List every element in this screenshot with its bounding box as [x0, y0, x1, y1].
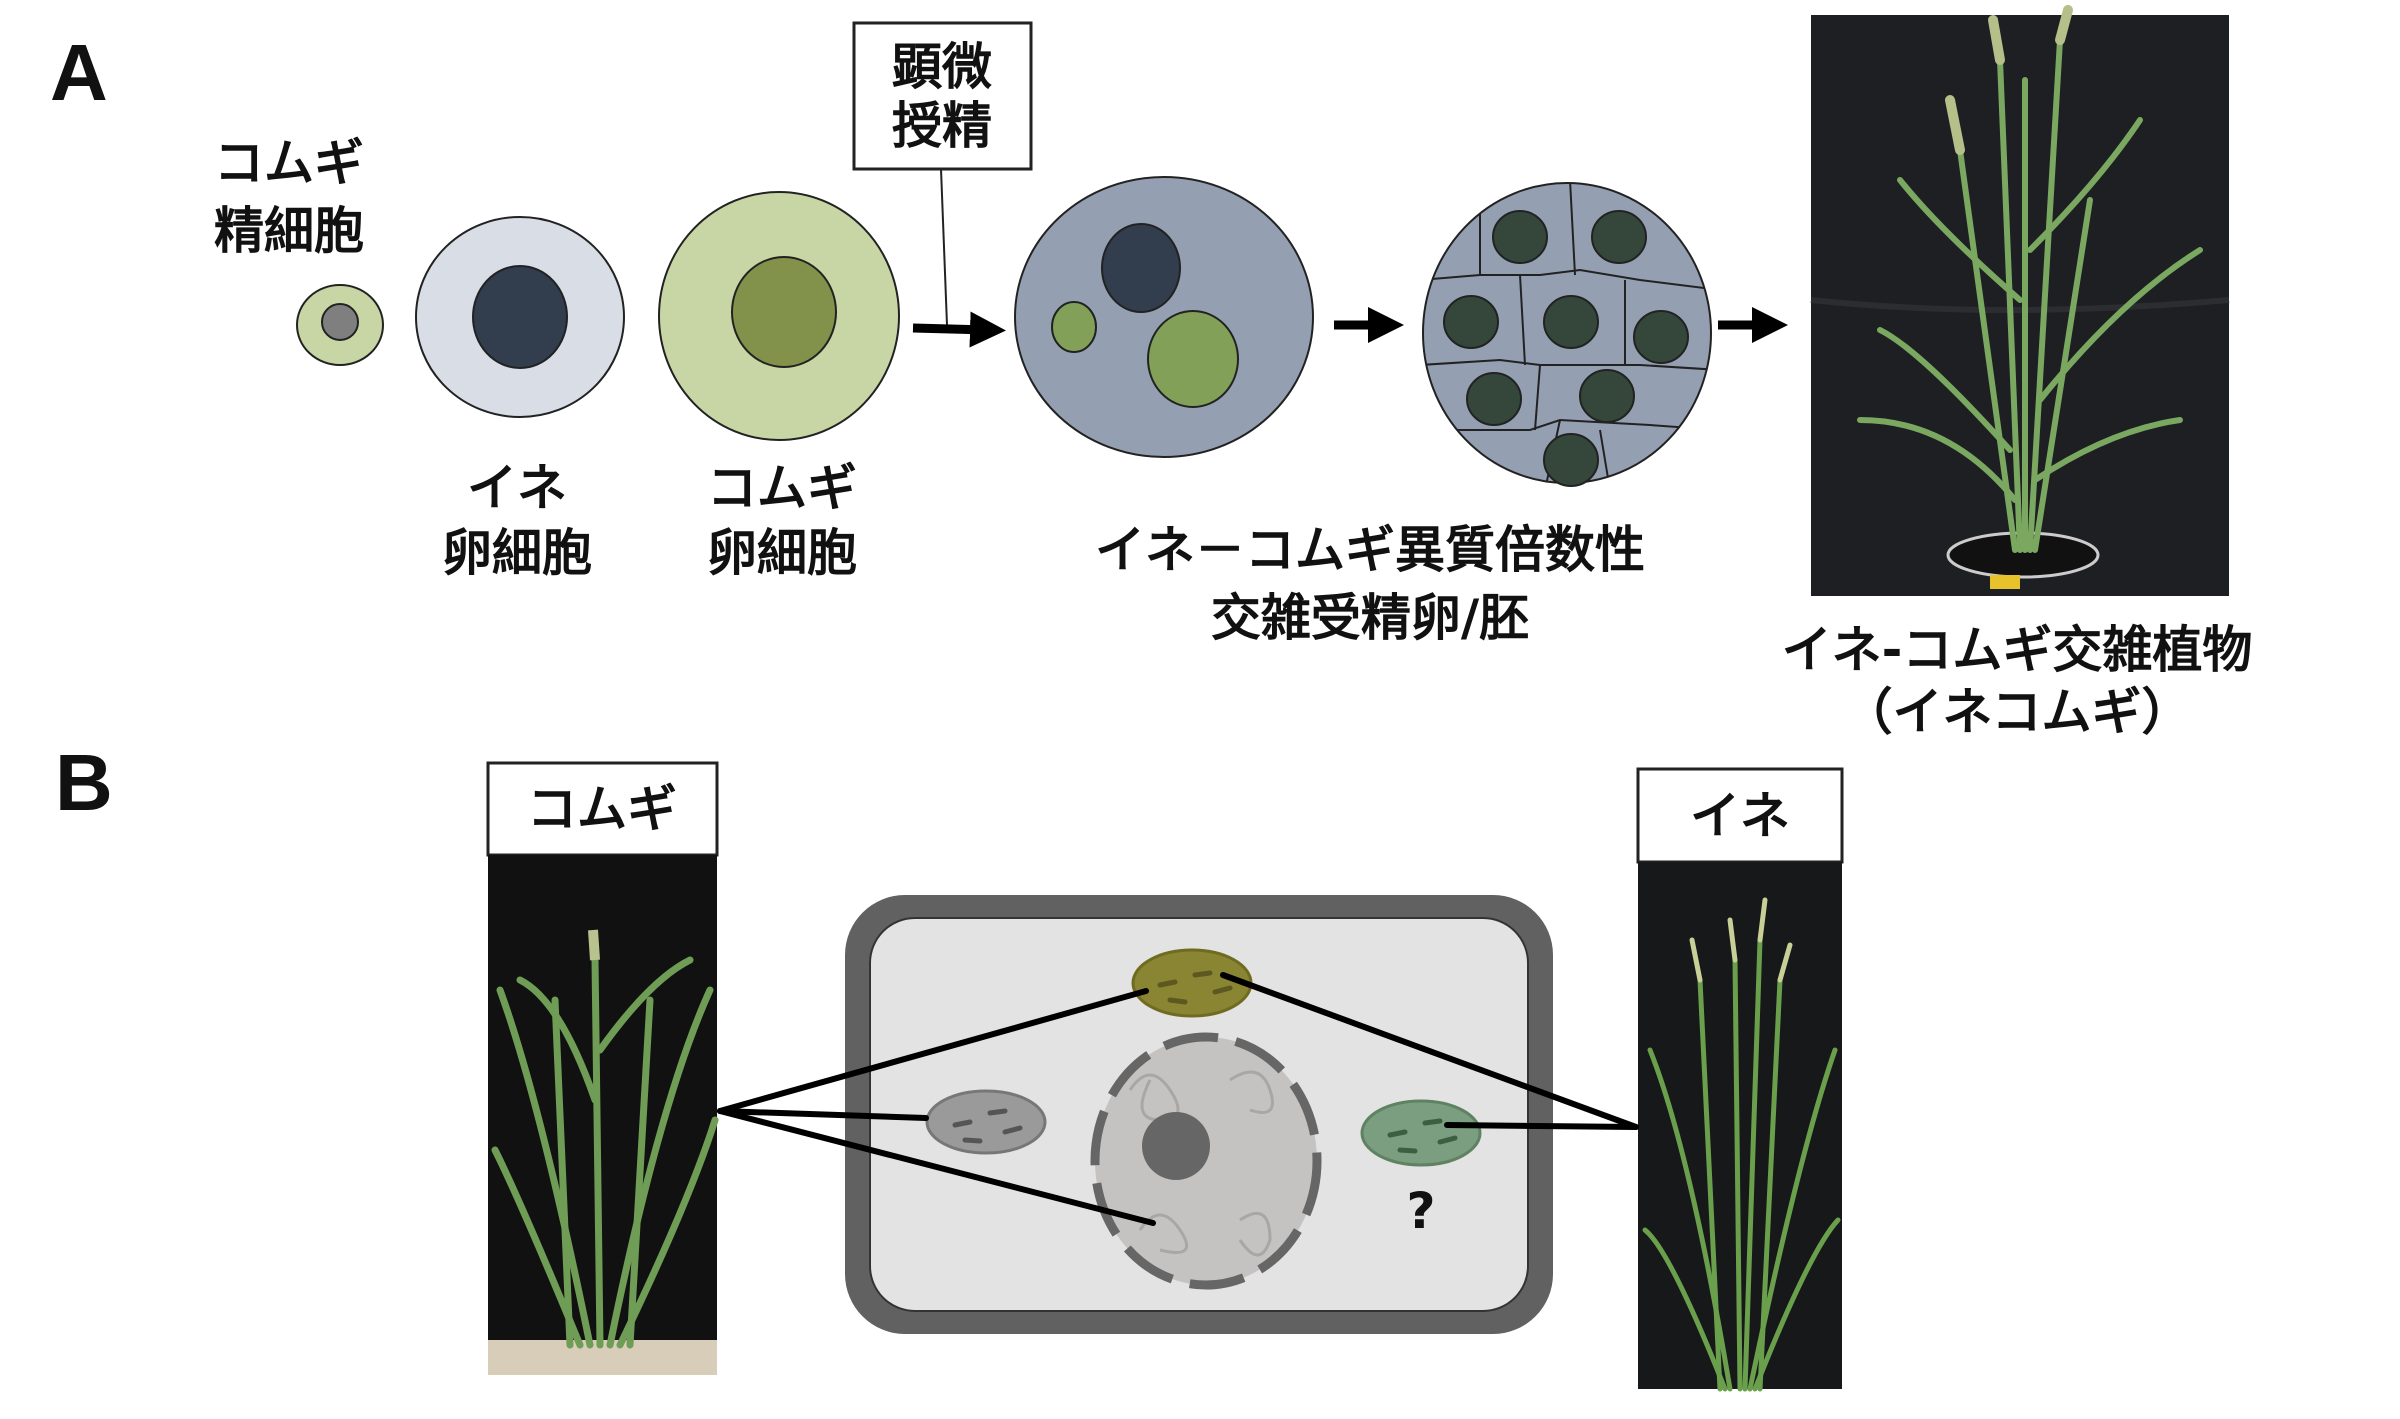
- rice-chloroplast: [1360, 1099, 1482, 1167]
- panel-b-label: B: [55, 738, 113, 827]
- hybrid-plant-label-1: イネ-コムギ交雑植物: [1782, 621, 2253, 679]
- hybrid-embryo: [1422, 182, 1712, 487]
- wheat-sperm-label-2: 精細胞: [214, 202, 364, 260]
- microinsemination-box: 顕微 授精: [852, 21, 1033, 326]
- wheat-title: コムギ: [527, 780, 677, 838]
- microinsemination-label-1: 顕微: [892, 38, 992, 96]
- panel-a-label: A: [50, 28, 108, 117]
- gray-plastid: [925, 1089, 1047, 1155]
- arrow-1: [912, 311, 1006, 348]
- connector-lines: [717, 972, 1639, 1226]
- hybrid-plant-photo: [1810, 5, 2230, 596]
- nucleus: [1090, 1032, 1322, 1290]
- hybrid-plant-label-2: （イネコムギ）: [1843, 683, 2192, 741]
- wheat-sperm-cell: [296, 284, 384, 366]
- rice-egg-cell: [415, 216, 625, 418]
- wheat-egg-label-2: 卵細胞: [707, 524, 857, 582]
- hybrid-zygote: [1014, 176, 1314, 458]
- hybrid-label-2: 交雑受精卵/胚: [1211, 589, 1529, 647]
- unknown-mark: ?: [1406, 1182, 1435, 1240]
- plant-cell-diagram: ?: [845, 895, 1553, 1334]
- microinsemination-label-2: 授精: [892, 97, 992, 155]
- wheat-photo-panel: コムギ: [486, 761, 719, 1375]
- rice-title: イネ: [1690, 787, 1790, 845]
- rice-egg-label-2: 卵細胞: [442, 524, 592, 582]
- wheat-chloroplast: [1131, 948, 1253, 1018]
- rice-photo-panel: イネ: [1636, 767, 1844, 1392]
- wheat-egg-cell: [658, 191, 900, 441]
- rice-egg-label-1: イネ: [467, 459, 567, 517]
- wheat-egg-label-1: コムギ: [707, 459, 857, 517]
- hybrid-label-1: イネ－コムギ異質倍数性: [1095, 521, 1645, 579]
- wheat-sperm-label-1: コムギ: [214, 134, 364, 192]
